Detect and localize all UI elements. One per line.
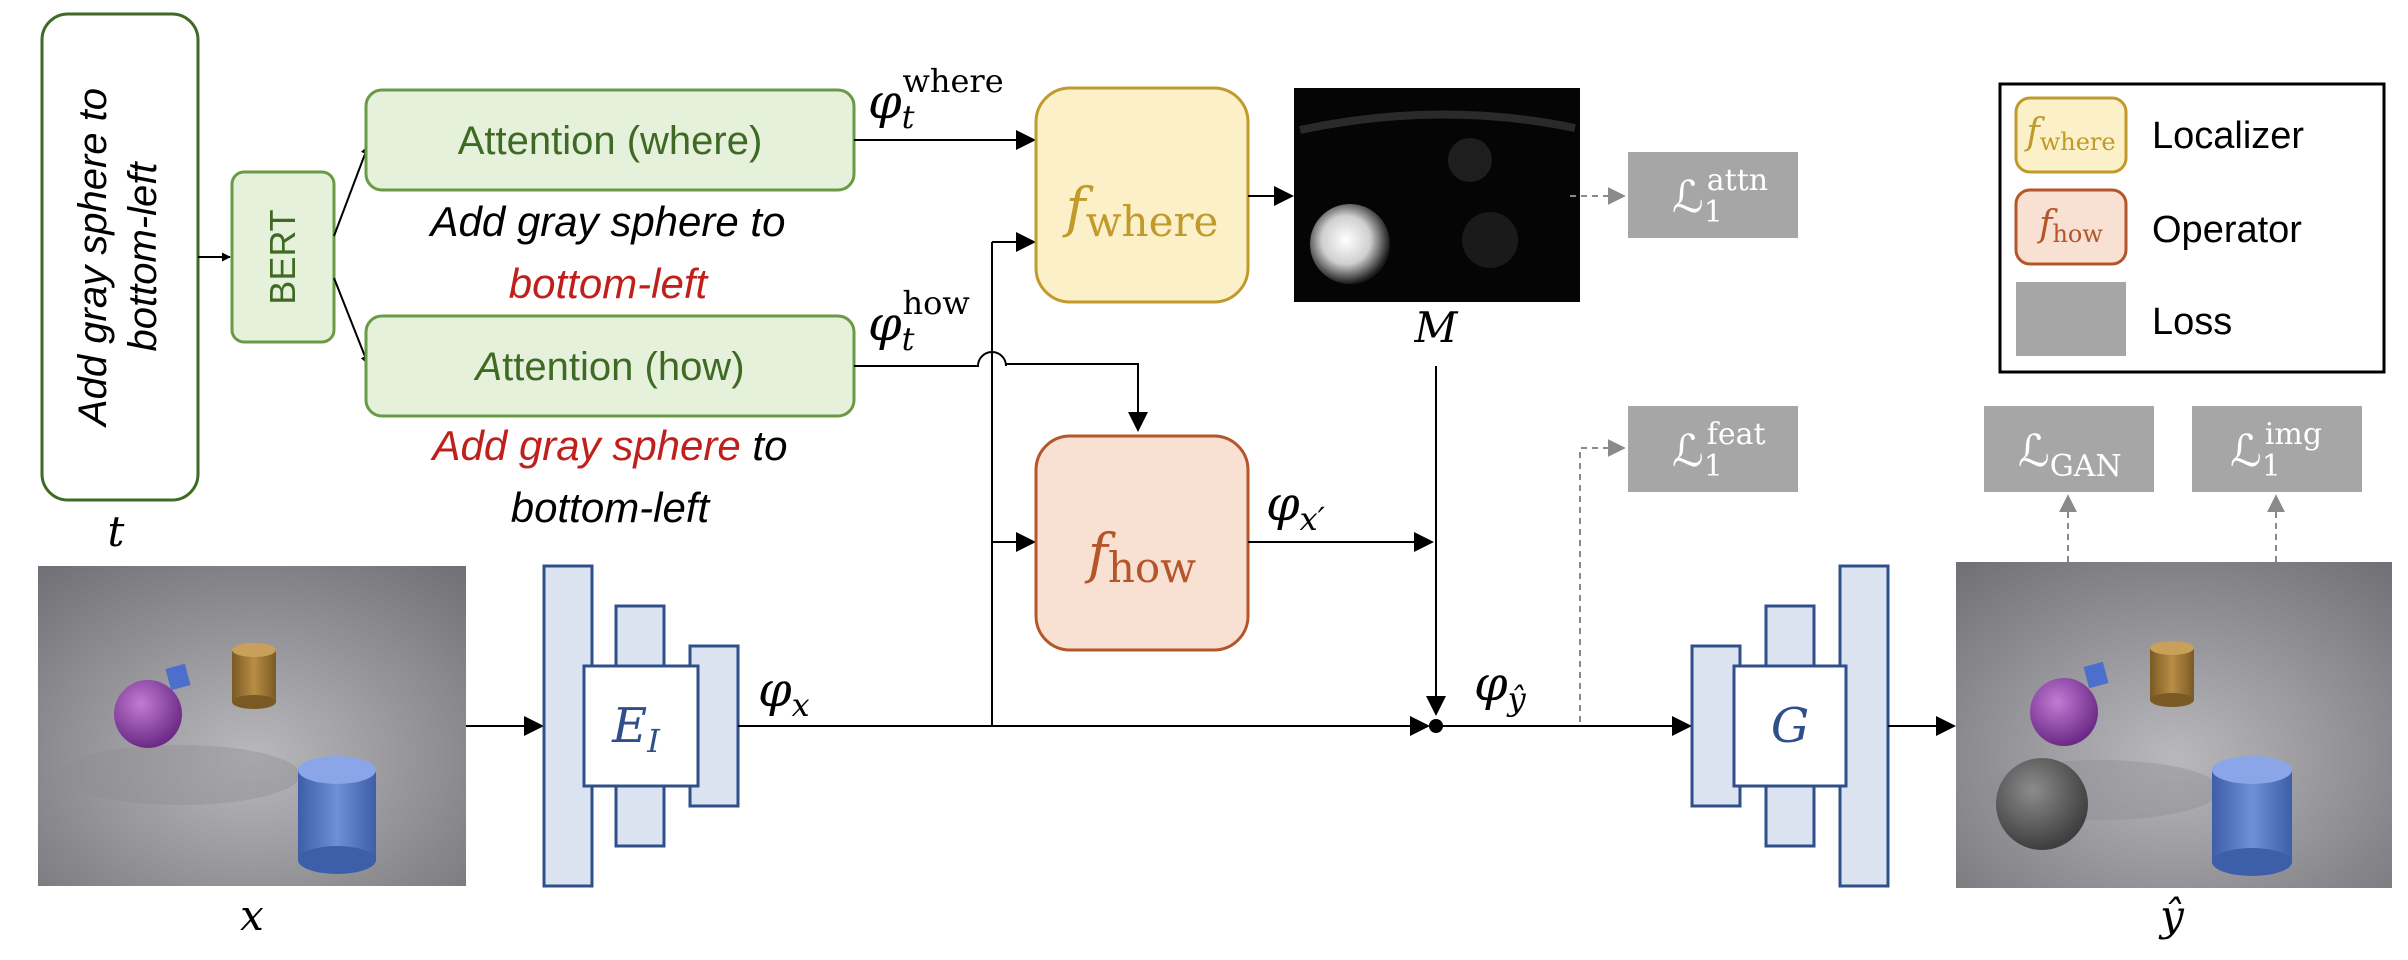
phi-t-where-sub: t	[902, 98, 915, 136]
legend-localizer-label: Localizer	[2152, 115, 2304, 157]
arrow-to-feat-loss	[1579, 439, 1626, 722]
bert-label: BERT	[262, 209, 303, 304]
phi-x-prime-sub: x′	[1300, 500, 1326, 538]
input-image	[38, 566, 466, 886]
phi-x-label: φx	[758, 662, 810, 724]
loss-feat-sup: feat	[1707, 417, 1766, 452]
phi-t-how-sup: how	[902, 284, 969, 322]
output-image	[1956, 562, 2392, 888]
phi-x-prime-base: φ	[1266, 476, 1300, 532]
arrow-bert-to-how	[333, 277, 370, 365]
encoder-sub: I	[646, 722, 661, 760]
loss-gan-sub: GAN	[2050, 449, 2122, 484]
loss-img-base: ℒ	[2230, 426, 2262, 477]
f-how-label: fhow	[1084, 522, 1196, 592]
phi-t-how-sub: t	[902, 320, 915, 358]
loss-img-sub: 1	[2262, 449, 2281, 484]
phi-t-how-base: φ	[868, 296, 902, 352]
attention-where-block: Attention (where)	[364, 88, 856, 192]
phi-y-hat-base: φ	[1474, 656, 1508, 712]
legend-localizer-icon-sub: where	[2040, 128, 2116, 156]
encoder-label: EI	[611, 698, 661, 760]
attention-where-label: Attention (where)	[458, 119, 763, 163]
f-how-sub: how	[1108, 543, 1196, 592]
loss-feat-label: ℒ1feat	[1672, 417, 1766, 484]
f-where-sub: where	[1086, 197, 1219, 246]
attention-how-block: Attention (how)	[364, 314, 856, 418]
loss-attn-box: ℒ1attn	[1628, 152, 1798, 238]
loss-gan-label: ℒGAN	[2018, 426, 2122, 484]
attention-how-label: Attention (how)	[473, 345, 744, 389]
loss-img-sup: img	[2265, 417, 2322, 452]
loss-feat-base: ℒ	[1672, 426, 1704, 477]
attention-how-caption-line-2: bottom-left	[511, 484, 712, 531]
loss-attn-sup: attn	[1707, 163, 1768, 198]
input-text-box: Add gray sphere to bottom-left	[40, 12, 200, 502]
loss-gan-base: ℒ	[2018, 426, 2050, 477]
legend-item-operator: fhow Operator	[2014, 188, 2302, 266]
input-text-line-1: Add gray sphere to	[71, 88, 115, 428]
phi-y-hat-sub: ŷ	[1506, 680, 1527, 718]
phi-x-sub: x	[792, 686, 810, 724]
phi-t-where-label: φtwhere	[868, 62, 1004, 136]
attention-how-label-rest: ttention (how)	[502, 345, 744, 389]
attention-how-label-prefix: A	[473, 345, 502, 389]
legend-item-loss: Loss	[2016, 282, 2232, 356]
attention-how-caption-black: to	[741, 422, 788, 469]
generator-label: G	[1771, 698, 1809, 754]
legend-loss-label: Loss	[2152, 301, 2232, 343]
legend-operator-label: Operator	[2152, 209, 2302, 251]
legend-operator-icon-text: fhow	[2036, 204, 2103, 248]
encoder-block: EI	[542, 564, 740, 888]
legend-operator-icon-sub: how	[2052, 220, 2103, 248]
loss-attn-label: ℒ1attn	[1672, 163, 1768, 230]
phi-x-base: φ	[758, 662, 792, 718]
phi-t-where-sup: where	[902, 62, 1003, 100]
f-how-block: fhow	[1034, 434, 1250, 652]
generator-block: G	[1690, 564, 1890, 888]
attention-where-caption-line-1: Add gray sphere to	[428, 198, 786, 245]
arrow-bert-to-where	[333, 145, 370, 237]
mask-label: M	[1413, 303, 1458, 352]
phi-y-hat-label: φŷ	[1474, 656, 1527, 718]
phi-x-prime-label: φx′	[1266, 476, 1326, 538]
legend-item-localizer: fwhere Localizer	[2014, 96, 2304, 174]
arrow-how-to-fhow	[854, 351, 1148, 432]
attention-mask-image	[1294, 88, 1580, 302]
bert-block: BERT	[230, 170, 336, 344]
f-where-block: fwhere	[1034, 86, 1250, 304]
loss-img-box: ℒ1img	[2192, 406, 2362, 492]
loss-gan-box: ℒGAN	[1984, 406, 2154, 492]
input-text-line-2: bottom-left	[121, 161, 165, 352]
phi-t-where-base: φ	[868, 74, 902, 130]
loss-img-label: ℒ1img	[2230, 417, 2322, 484]
f-where-label: fwhere	[1062, 176, 1219, 246]
encoder-base: E	[611, 698, 647, 754]
input-text-symbol: t	[108, 507, 125, 556]
loss-feat-box: ℒ1feat	[1628, 406, 1798, 492]
legend: fwhere Localizer fhow Operator Loss	[1998, 82, 2386, 374]
loss-attn-base: ℒ	[1672, 172, 1704, 223]
input-image-label: x	[240, 891, 264, 940]
phi-t-how-label: φthow	[868, 284, 970, 358]
loss-feat-sub: 1	[1704, 449, 1723, 484]
attention-how-caption-red: Add gray sphere	[430, 422, 741, 469]
attention-how-caption-line-1: Add gray sphere to	[430, 422, 788, 469]
attention-where-caption-line-2: bottom-left	[509, 260, 710, 307]
loss-attn-sub: 1	[1704, 195, 1723, 230]
output-image-label: ŷ	[2158, 891, 2185, 940]
